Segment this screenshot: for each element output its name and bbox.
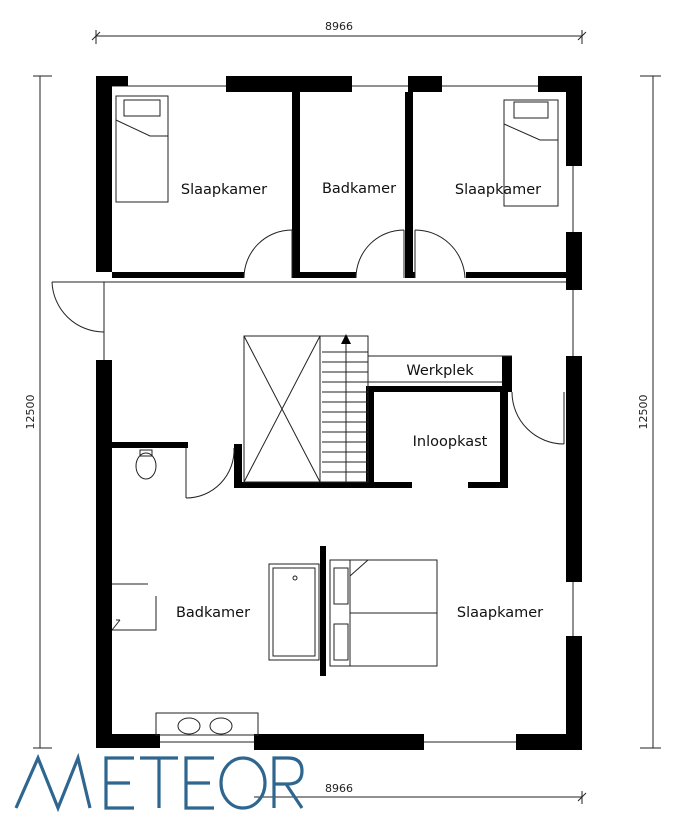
double-bed — [329, 559, 438, 667]
room-label-bathroom-top: Badkamer — [322, 181, 396, 197]
thin-lines — [185, 335, 512, 498]
double-sink — [155, 712, 259, 736]
dimension-top: 8966 — [325, 20, 353, 33]
stair-arrow-icon — [341, 334, 351, 344]
room-label-bedroom-top-right: Slaapkamer — [455, 182, 541, 198]
walls — [96, 76, 582, 750]
room-label-bedroom-top-left: Slaapkamer — [181, 182, 267, 198]
dimension-left: 12500 — [24, 395, 37, 430]
toilet — [135, 449, 157, 480]
doors — [51, 229, 565, 499]
bathtub — [268, 563, 320, 661]
bed-top-right — [503, 99, 559, 207]
room-label-workspace: Werkplek — [406, 363, 474, 379]
room-label-bathroom-bottom: Badkamer — [176, 605, 250, 621]
dimension-lines — [33, 30, 661, 804]
shower — [111, 583, 157, 631]
meteor-logo — [14, 752, 304, 813]
bed-top-left — [115, 95, 169, 203]
room-label-bedroom-bottom: Slaapkamer — [457, 605, 543, 621]
room-label-walk-in-closet: Inloopkast — [413, 434, 488, 450]
staircase — [322, 344, 368, 482]
dimension-bottom: 8966 — [325, 782, 353, 795]
dimension-right: 12500 — [637, 395, 650, 430]
